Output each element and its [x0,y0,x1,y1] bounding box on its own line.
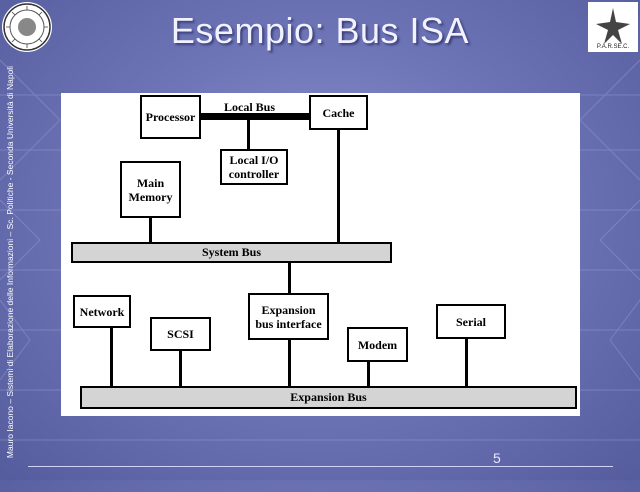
serial-box: Serial [436,304,506,339]
side-author-text: Mauro Iacono – Sistemi di Elaborazione d… [5,65,15,459]
expansion-interface-line1: Expansion [261,302,316,317]
expansion-bus: Expansion Bus [80,386,577,409]
modem-box: Modem [347,327,408,362]
scsi-connector [179,349,182,387]
isa-bus-diagram: Processor Local Bus Cache Local I/O cont… [61,93,580,416]
main-memory-box: Main Memory [120,161,181,218]
serial-connector [465,337,468,387]
parsec-logo-text: P.A.R.SE.C. [597,44,630,50]
main-memory-line1: Main [136,175,165,190]
main-memory-line2: Memory [128,189,173,204]
footer-divider [28,466,613,467]
local-io-connector [247,119,250,150]
cache-label: Cache [322,105,355,120]
system-expansion-connector [288,262,291,294]
local-bus-label: Local Bus [224,100,276,114]
expansion-interface-line2: bus interface [255,316,322,331]
local-io-controller-box: Local I/O controller [220,149,288,185]
expansion-interface-connector [288,339,291,387]
university-seal-logo [2,2,52,52]
memory-connector [149,217,152,243]
page-number: 5 [493,450,501,466]
local-io-line2: controller [228,167,280,181]
star-icon: P.A.R.SE.C. [596,8,630,50]
modem-connector [367,360,370,387]
expansion-bus-interface-box: Expansion bus interface [248,293,329,340]
processor-box: Processor [140,95,201,139]
system-bus: System Bus [71,242,392,263]
network-connector [110,327,113,387]
seal-icon [3,3,51,51]
local-io-line1: Local I/O [229,153,279,167]
parsec-logo: P.A.R.SE.C. [588,2,638,52]
network-box: Network [73,295,131,328]
local-bus-bar [199,113,311,120]
slide-title: Esempio: Bus ISA [170,10,470,51]
cache-box: Cache [309,95,368,130]
scsi-box: SCSI [150,317,211,351]
cache-connector [337,128,340,243]
